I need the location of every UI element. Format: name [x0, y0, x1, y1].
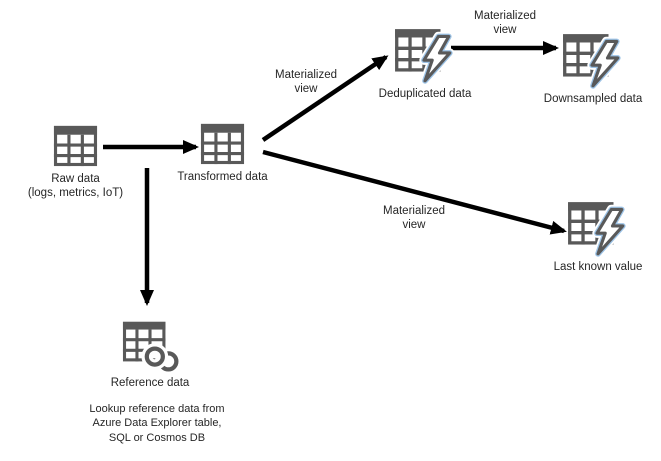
node-sublabel: (logs, metrics, IoT): [27, 186, 124, 199]
edge-label-materialized-view-1: Materialized view: [275, 69, 337, 95]
node-label: Deduplicated data: [378, 88, 472, 100]
edge-label-materialized-view-2: Materialized view: [474, 10, 536, 36]
materialized-view-table-icon: [395, 29, 455, 84]
note-line: Lookup reference data from: [89, 403, 225, 415]
link-icon: [141, 343, 179, 373]
node-label: Reference data: [110, 377, 190, 389]
node-last-known-value: Last known value: [554, 197, 642, 275]
node-reference-data: Reference data: [111, 317, 189, 391]
arrow-transformed-to-deduplicated: [261, 55, 389, 142]
node-raw-data: Raw data (logs, metrics, IoT): [28, 122, 123, 201]
node-label: Last known value: [553, 261, 643, 273]
arrow-transformed-to-last-known-value: [262, 149, 567, 235]
lightning-bolt-icon: [590, 39, 620, 88]
node-downsampled-data: Downsampled data: [544, 29, 642, 107]
materialized-view-table-icon: [568, 202, 628, 257]
reference-data-note: Lookup reference data from Azure Data Ex…: [57, 402, 257, 445]
lightning-bolt-icon: [422, 34, 452, 83]
node-label: Raw data: [51, 173, 100, 185]
linked-table-icon: [122, 321, 179, 373]
edge-label-materialized-view-3: Materialized view: [383, 205, 445, 231]
note-line: SQL or Cosmos DB: [108, 431, 206, 444]
node-label: Downsampled data: [543, 93, 643, 105]
node-label: Transformed data: [177, 171, 268, 183]
table-icon: [53, 125, 98, 167]
node-transformed-data: Transformed data: [177, 120, 268, 185]
materialized-view-table-icon: [563, 34, 623, 89]
node-deduplicated-data: Deduplicated data: [379, 24, 471, 102]
table-icon: [200, 123, 245, 165]
lightning-bolt-icon: [595, 207, 625, 256]
note-line: Azure Data Explorer table,: [92, 417, 222, 430]
